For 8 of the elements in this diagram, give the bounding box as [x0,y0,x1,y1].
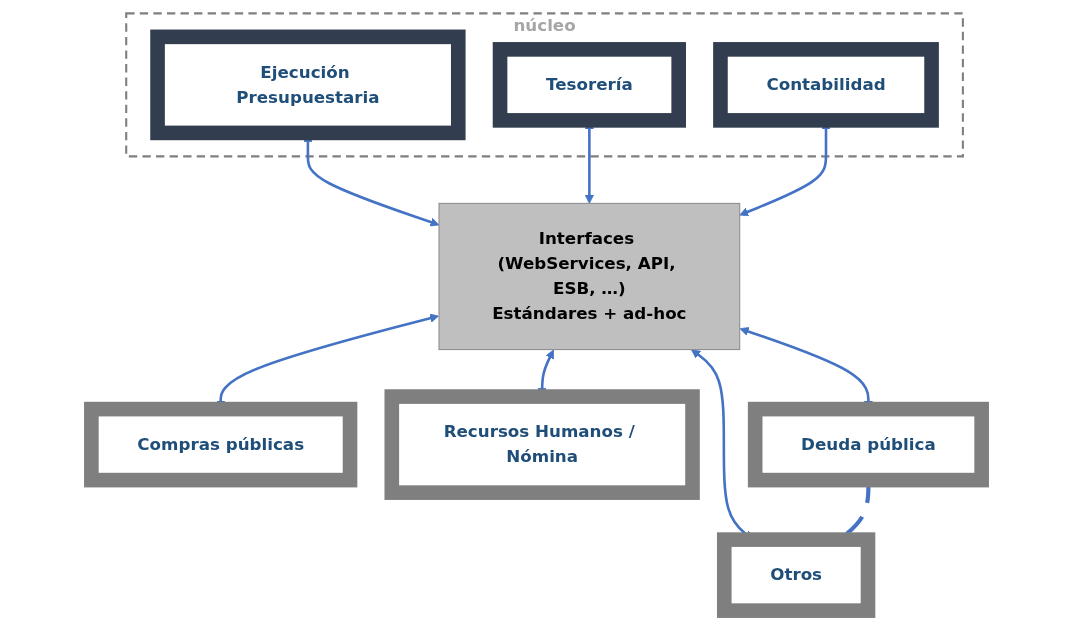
node-box: Contabilidad [713,42,939,128]
node-box: Interfaces (WebServices, API, ESB, …) Estándares + ad-hoc [438,202,741,351]
node-box: Otros [716,532,876,618]
node-box: Tesorería [492,42,686,128]
node-box: Recursos Humanos / Nómina [384,389,700,500]
node-box: Compras públicas [84,401,358,488]
node-box: Ejecución Presupuestaria [150,29,466,141]
node-box: Deuda pública [747,401,989,488]
